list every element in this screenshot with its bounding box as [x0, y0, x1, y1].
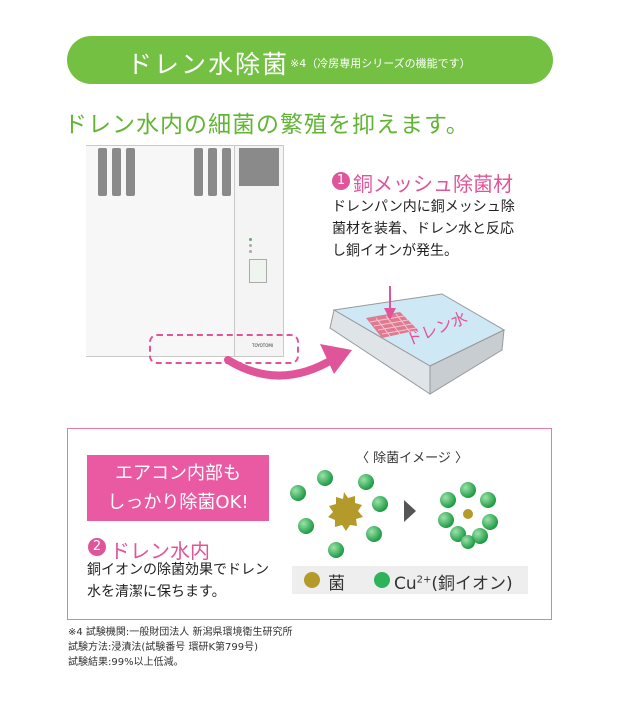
indicator-lamp [249, 238, 252, 241]
ion-icon [482, 514, 498, 530]
sterilize-image-label: 〈 除菌イメージ 〉 [356, 451, 469, 466]
vent-block [239, 148, 279, 186]
ion-icon [461, 535, 475, 549]
vent-slot [222, 148, 231, 196]
ac-unit-middle-panel [186, 145, 235, 357]
after-illustration [438, 482, 498, 549]
step-number-1: 1 [332, 172, 350, 190]
vent-slot [112, 148, 121, 196]
highlight-banner: エアコン内部も しっかり除菌OK! [87, 455, 269, 521]
before-illustration [290, 470, 388, 558]
control-display [249, 259, 267, 283]
ion-icon [317, 470, 333, 486]
ion-icon [298, 518, 314, 534]
ion-icon [366, 526, 382, 542]
ion-icon [328, 542, 344, 558]
play-arrow-icon [404, 500, 416, 522]
ion-icon [372, 496, 388, 512]
copper-mesh [366, 312, 418, 338]
section-header-pill [67, 36, 553, 84]
drain-tray [329, 286, 506, 395]
bacteria-icon [328, 492, 363, 531]
arrow-icon [224, 344, 352, 380]
indicator-lamp [249, 250, 252, 253]
vent-slot [194, 148, 203, 196]
legend-bacteria-label: 菌 [328, 574, 345, 594]
legend-copper-label: Cu2+(銅イオン) [394, 574, 513, 594]
ion-icon [358, 474, 374, 490]
ion-icon [438, 512, 454, 528]
brand-logo: TOYOTOMI [252, 343, 273, 348]
copper-mesh-title: 銅メッシュ除菌材 [353, 172, 513, 196]
indicator-lamp [249, 244, 252, 247]
ion-icon [460, 482, 476, 498]
legend: 菌 Cu2+(銅イオン) [292, 566, 528, 594]
ion-icon [450, 526, 466, 542]
footnote: ※4 試験機関:一般財団法人 新潟県環境衛生研究所 試験方法:浸漬法(試験番号 … [68, 627, 293, 668]
section-note: ※4（冷房専用シリーズの機能です） [290, 57, 471, 70]
ion-icon [290, 485, 306, 501]
ion-icon [374, 572, 390, 588]
ion-icon [480, 492, 496, 508]
drain-water-title: ドレン水内 [110, 539, 210, 563]
ion-icon [440, 492, 456, 508]
drain-water-description: 銅イオンの除菌効果でドレン 水を清潔に保ちます。 [87, 562, 269, 600]
bacteria-icon [463, 509, 473, 519]
bacteria-icon [304, 572, 320, 588]
ac-unit-left-panel [86, 145, 187, 357]
ac-unit-control-panel: TOYOTOMI [234, 145, 284, 357]
section-title: ドレン水除菌 [127, 50, 290, 79]
vent-slot [208, 148, 217, 196]
drain-area-highlight [149, 334, 299, 364]
ion-icon [472, 528, 488, 544]
vent-slot [126, 148, 135, 196]
vent-slot [98, 148, 107, 196]
step-number-2: 2 [88, 538, 106, 556]
headline: ドレン水内の細菌の繁殖を抑えます。 [64, 112, 470, 138]
copper-mesh-description: ドレンパン内に銅メッシュ除 菌材を装着、ドレン水と反応 し銅イオンが発生。 [332, 199, 515, 259]
